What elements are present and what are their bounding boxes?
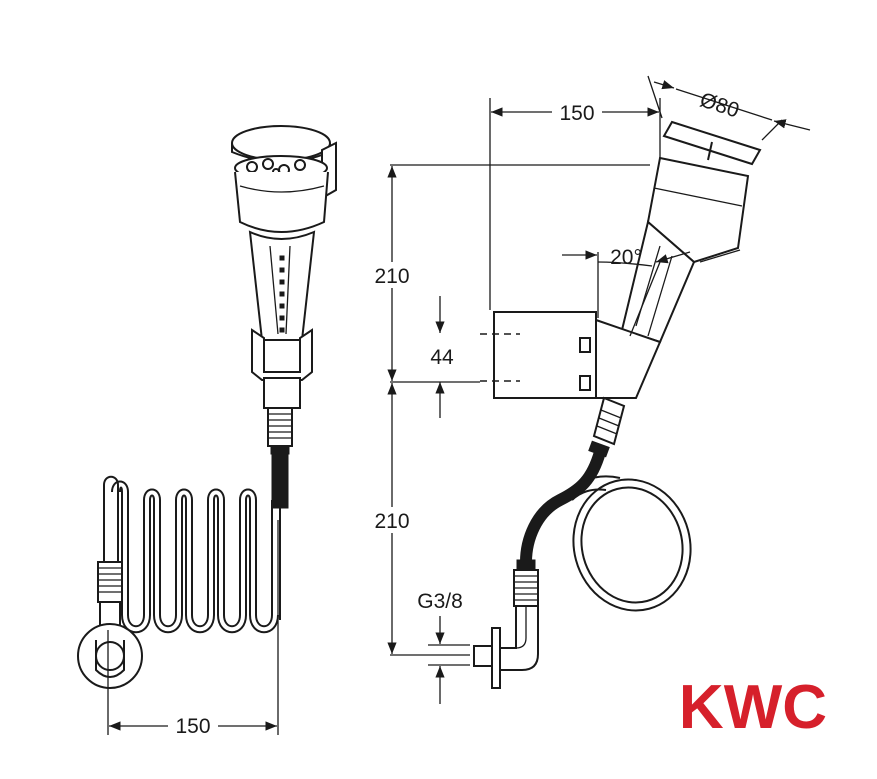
dim-bracket-spacing: 44 — [430, 346, 454, 369]
dim-angle: 20° — [610, 246, 642, 269]
dim-side-width: 150 — [559, 102, 594, 125]
kwc-logo: KWC — [679, 673, 827, 742]
dim-lower-height: 210 — [374, 510, 409, 533]
hose-loop — [571, 475, 692, 612]
hand-shower-front-view: 150 — [77, 125, 337, 738]
dim-upper-height: 210 — [374, 265, 409, 288]
dim-head-diameter: Ø80 — [697, 88, 742, 122]
hand-shower-side-view: 150 Ø80 210 210 44 20° G3/8 — [368, 75, 811, 704]
grip-dots — [279, 255, 285, 333]
dim-front-width: 150 — [175, 715, 210, 738]
dim-thread: G3/8 — [417, 590, 463, 613]
hose-dark — [520, 450, 606, 563]
spiral-hose — [111, 480, 279, 634]
